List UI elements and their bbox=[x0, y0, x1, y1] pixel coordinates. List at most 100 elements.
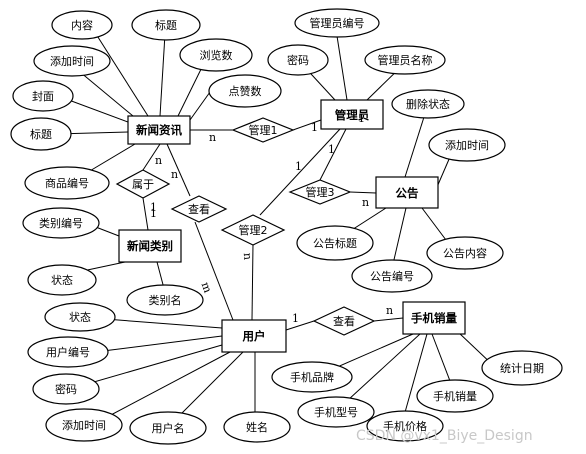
attr-news-likes-label: 点赞数 bbox=[229, 85, 262, 98]
attr-news-cover: 封面 bbox=[12, 80, 74, 112]
cardinality-label: 1 bbox=[328, 143, 335, 156]
entity-notice-label: 公告 bbox=[396, 186, 419, 200]
attr-notice-add-time-label: 添加时间 bbox=[445, 138, 489, 152]
attr-news-add-time: 添加时间 bbox=[33, 45, 111, 77]
cardinality-label: n bbox=[362, 196, 369, 209]
attr-sales-brand: 手机品牌 bbox=[271, 361, 353, 393]
attr-news-product-no-label: 商品编号 bbox=[45, 176, 89, 190]
relationship-view-news-label: 查看 bbox=[188, 202, 210, 216]
attr-user-status: 状态 bbox=[44, 302, 116, 332]
attr-notice-delete-status-label: 删除状态 bbox=[406, 97, 450, 111]
attr-news-views-label: 浏览数 bbox=[200, 48, 233, 62]
attr-user-username-label: 用户名 bbox=[152, 421, 185, 435]
attr-notice-number: 公告编号 bbox=[351, 259, 433, 293]
entity-admin-label: 管理员 bbox=[335, 108, 370, 122]
attr-news-add-time-label: 添加时间 bbox=[50, 54, 94, 68]
attr-notice-content: 公告内容 bbox=[426, 236, 504, 270]
entity-notice: 公告 bbox=[375, 176, 439, 209]
attr-admin-id: 管理员编号 bbox=[294, 8, 380, 38]
relationship-manage2: 管理2 bbox=[220, 214, 286, 246]
attr-user-add-time: 添加时间 bbox=[45, 408, 123, 442]
attr-news-likes: 点赞数 bbox=[208, 74, 282, 108]
attr-user-realname: 姓名 bbox=[223, 411, 291, 443]
entity-news: 新闻资讯 bbox=[127, 115, 191, 145]
relationship-view-sales-label: 查看 bbox=[333, 314, 355, 328]
attr-sales-brand-label: 手机品牌 bbox=[290, 370, 334, 384]
attr-admin-id-label: 管理员编号 bbox=[310, 16, 365, 30]
attr-category-status-label: 状态 bbox=[51, 273, 73, 287]
cardinality-label: n bbox=[386, 304, 393, 317]
relationship-manage3: 管理3 bbox=[288, 179, 352, 205]
attr-admin-password-label: 密码 bbox=[287, 53, 309, 67]
entity-user-label: 用户 bbox=[242, 329, 266, 343]
entity-admin: 管理员 bbox=[320, 99, 384, 130]
entity-news-category-label: 新闻类别 bbox=[127, 239, 173, 253]
attr-notice-add-time: 添加时间 bbox=[428, 128, 506, 162]
cardinality-label: 1 bbox=[311, 121, 318, 134]
relationship-manage3-label: 管理3 bbox=[306, 185, 335, 199]
attr-category-status: 状态 bbox=[27, 264, 97, 296]
relationship-manage2-label: 管理2 bbox=[239, 223, 268, 237]
cardinality-label: 1 bbox=[358, 112, 365, 125]
attr-sales-volume: 手机销量 bbox=[416, 379, 494, 413]
attr-category-name: 类别名 bbox=[126, 284, 204, 316]
attr-admin-name: 管理员名称 bbox=[364, 45, 446, 75]
relationship-belongs-label: 属于 bbox=[132, 178, 154, 191]
attr-category-name-label: 类别名 bbox=[149, 293, 182, 307]
attr-news-title-2: 标题 bbox=[10, 117, 72, 151]
watermark: CSDN @vx1_Biye_Design bbox=[356, 428, 533, 444]
attr-user-add-time-label: 添加时间 bbox=[62, 418, 106, 432]
attr-notice-title: 公告标题 bbox=[296, 225, 374, 261]
attr-category-id: 类别编号 bbox=[22, 207, 100, 239]
attr-notice-title-label: 公告标题 bbox=[313, 236, 357, 250]
attr-news-content: 内容 bbox=[51, 10, 113, 40]
cardinality-label: n bbox=[241, 252, 255, 260]
attr-sales-model: 手机型号 bbox=[297, 396, 375, 428]
attr-sales-price-label: 手机价格 bbox=[383, 419, 427, 433]
cardinality-label: m bbox=[199, 280, 215, 295]
attr-news-views: 浏览数 bbox=[179, 38, 253, 72]
attr-sales-volume-label: 手机销量 bbox=[433, 389, 477, 403]
attr-notice-number-label: 公告编号 bbox=[370, 269, 414, 283]
attr-news-product-no: 商品编号 bbox=[24, 166, 110, 200]
cardinality-label: 1 bbox=[295, 160, 302, 173]
attr-user-id: 用户编号 bbox=[27, 336, 109, 368]
attr-news-title-2-label: 标题 bbox=[30, 127, 52, 141]
attr-user-realname-label: 姓名 bbox=[246, 420, 268, 434]
relationship-manage1-label: 管理1 bbox=[249, 123, 278, 137]
attr-sales-stat-date-label: 统计日期 bbox=[500, 362, 544, 375]
cardinality-label: n bbox=[209, 131, 216, 144]
relationship-manage1: 管理1 bbox=[231, 117, 295, 143]
attr-user-username: 用户名 bbox=[129, 411, 207, 445]
entity-news-label: 新闻资讯 bbox=[136, 123, 182, 137]
attr-user-status-label: 状态 bbox=[69, 310, 91, 324]
attr-notice-content-label: 公告内容 bbox=[443, 246, 487, 260]
entity-user: 用户 bbox=[221, 319, 287, 353]
attr-sales-stat-date: 统计日期 bbox=[481, 350, 563, 386]
cardinality-label: n bbox=[171, 168, 178, 181]
attr-news-title: 标题 bbox=[131, 9, 201, 41]
attr-news-title-label: 标题 bbox=[155, 18, 177, 32]
attr-news-cover-label: 封面 bbox=[32, 89, 54, 103]
cardinality-label: 1 bbox=[150, 207, 157, 220]
attr-news-content-label: 内容 bbox=[71, 18, 93, 32]
cardinality-label: 1 bbox=[292, 312, 299, 325]
attr-user-password-label: 密码 bbox=[55, 382, 77, 396]
attr-admin-password: 密码 bbox=[267, 44, 329, 76]
cardinality-labels: n 1 1 n n 1 m 1 n 1 1 n 1 n bbox=[150, 112, 393, 325]
attr-user-password: 密码 bbox=[32, 373, 100, 405]
attr-admin-name-label: 管理员名称 bbox=[378, 53, 433, 67]
cardinality-label: n bbox=[155, 154, 162, 167]
attr-sales-price: 手机价格 bbox=[366, 410, 444, 442]
relationship-view-sales: 查看 bbox=[312, 306, 376, 336]
attr-category-id-label: 类别编号 bbox=[39, 216, 83, 230]
relationship-view-news: 查看 bbox=[170, 195, 228, 223]
entity-phone-sales: 手机销量 bbox=[402, 301, 466, 335]
cardinality-label: 1 bbox=[150, 201, 157, 214]
attr-user-id-label: 用户编号 bbox=[46, 345, 90, 359]
attr-sales-model-label: 手机型号 bbox=[314, 405, 358, 419]
entity-phone-sales-label: 手机销量 bbox=[411, 311, 457, 325]
relationship-belongs: 属于 bbox=[115, 169, 171, 199]
